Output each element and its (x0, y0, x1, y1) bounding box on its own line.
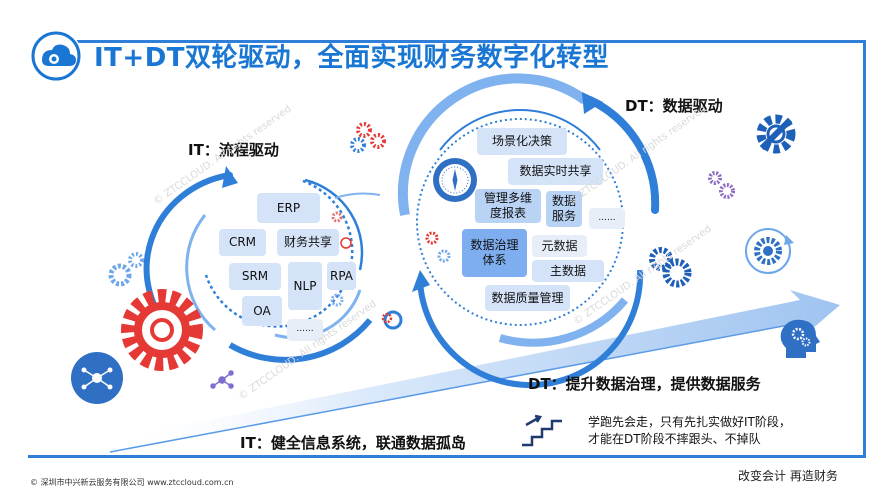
dt-item-realtime-sharing: 数据实时共享 (508, 158, 603, 185)
it-item-rpa: RPA (327, 262, 356, 290)
slide-frame (28, 40, 866, 458)
dt-item-metadata: 元数据 (532, 235, 587, 257)
it-drive-label: IT：流程驱动 (188, 141, 279, 159)
dt-item-master-data: 主数据 (532, 260, 604, 282)
it-item-erp: ERP (257, 193, 320, 223)
note-line-2: 才能在DT阶段不摔跟头、不掉队 (588, 432, 761, 446)
it-item-oa: OA (242, 296, 282, 326)
dt-summary: DT：提升数据治理，提供数据服务 (528, 375, 761, 393)
footer-slogan: 改变会计 再造财务 (738, 469, 838, 483)
dt-item-more: ...... (589, 208, 625, 229)
note-text: 学跑先会走，只有先扎实做好IT阶段， 才能在DT阶段不摔跟头、不掉队 (588, 414, 791, 448)
dt-item-quality-mgmt: 数据质量管理 (485, 285, 570, 311)
dt-item-scenario-decision: 场景化决策 (477, 128, 567, 155)
dt-item-multidim-report: 管理多维度报表 (475, 189, 541, 223)
it-item-nlp: NLP (288, 262, 322, 310)
footer-copyright: © 深圳市中兴新云服务有限公司 www.ztccloud.com.cn (30, 478, 234, 487)
it-item-more: ...... (287, 319, 323, 341)
it-summary: IT：健全信息系统，联通数据孤岛 (240, 434, 466, 452)
it-item-crm: CRM (219, 229, 266, 256)
it-item-finance-sharing: 财务共享 (277, 229, 339, 256)
dt-item-governance-system: 数据治理体系 (462, 229, 527, 277)
dt-item-data-service: 数据服务 (546, 191, 582, 227)
cloud-logo-icon (30, 30, 82, 82)
it-item-srm: SRM (229, 263, 281, 290)
note-line-1: 学跑先会走，只有先扎实做好IT阶段， (588, 415, 791, 429)
page-title: IT+DT双轮驱动，全面实现财务数字化转型 (94, 43, 610, 73)
dt-drive-label: DT：数据驱动 (625, 97, 723, 115)
